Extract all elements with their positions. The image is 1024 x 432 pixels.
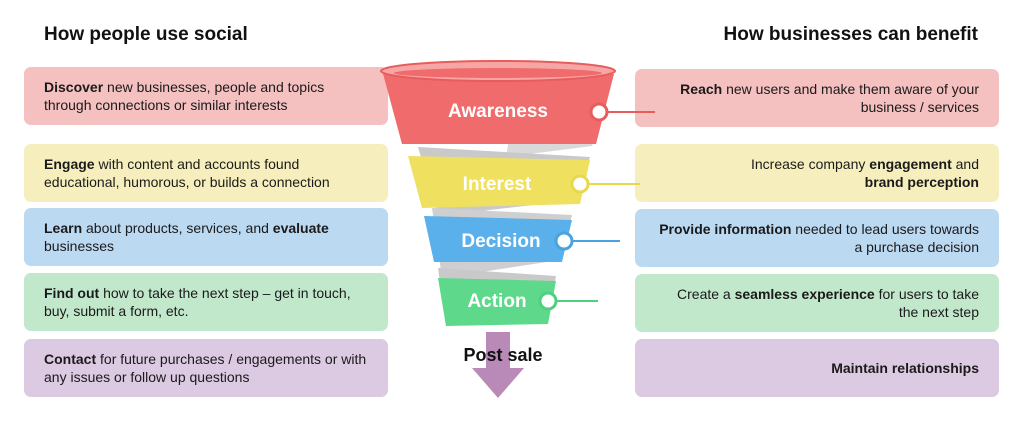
right-card-text: Create a — [677, 286, 735, 302]
right-card-reach: Reach new users and make them aware of y… — [635, 69, 999, 127]
right-card-text: new users and make them aware of your bu… — [722, 81, 979, 115]
funnel-connector — [418, 147, 590, 216]
funnel-connector — [432, 208, 572, 278]
left-card-text: businesses — [44, 238, 115, 254]
left-card-text: new businesses, people and topics throug… — [44, 79, 325, 113]
left-card-bold: Engage — [44, 156, 95, 172]
left-card-text: how to take the next step – get in touch… — [44, 285, 351, 319]
funnel-stage-interest — [408, 156, 590, 208]
funnel-stage-action — [438, 278, 556, 326]
post-sale-label: Post sale — [463, 345, 542, 365]
funnel-stage-decision — [424, 216, 572, 262]
left-card-learn: Learn about products, services, and eval… — [24, 208, 388, 266]
left-card-bold: Learn — [44, 220, 83, 236]
right-card-engagement: Increase company engagement and brand pe… — [635, 144, 999, 202]
right-card-text: and — [951, 156, 979, 172]
left-card-discover: Discover new businesses, people and topi… — [24, 67, 388, 125]
connector-dot-interest — [570, 174, 590, 194]
right-card-bold: Provide information — [659, 221, 792, 237]
right-card-text: Increase company — [750, 156, 870, 172]
left-card-text: for future purchases / engagements or wi… — [44, 351, 367, 385]
right-card-provide-information: Provide information needed to lead users… — [635, 209, 999, 267]
funnel-rim-inner — [394, 68, 602, 78]
right-card-bold: seamless experience — [734, 286, 875, 302]
connector-dot-decision — [554, 231, 574, 251]
right-card-bold: brand perception — [864, 174, 979, 190]
left-card-text: about products, services, and — [82, 220, 273, 236]
left-card-bold: Contact — [44, 351, 97, 367]
post-sale-arrow — [472, 332, 524, 398]
funnel-rim — [380, 60, 616, 82]
right-card-bold: Maintain relationships — [831, 360, 979, 376]
stage-label-interest: Interest — [463, 174, 532, 195]
right-card-text: needed to lead users towards a purchase … — [791, 221, 979, 255]
left-card-bold: evaluate — [272, 220, 329, 236]
stage-label-awareness: Awareness — [448, 101, 548, 122]
funnel-connector — [438, 268, 556, 326]
left-heading: How people use social — [44, 24, 248, 45]
connector-dot-action — [538, 291, 558, 311]
left-card-text: with content and accounts found educatio… — [44, 156, 330, 190]
left-card-bold: Discover — [44, 79, 104, 95]
left-card-find-out: Find out how to take the next step – get… — [24, 273, 388, 331]
funnel-connector — [506, 72, 614, 157]
left-card-engage: Engage with content and accounts found e… — [24, 144, 388, 202]
left-card-contact: Contact for future purchases / engagemen… — [24, 339, 388, 397]
stage-label-action: Action — [467, 291, 526, 312]
left-card-bold: Find out — [44, 285, 100, 301]
stage-label-decision: Decision — [461, 231, 540, 252]
right-card-text: for users to take the next step — [874, 286, 979, 320]
right-card-bold: Reach — [680, 81, 723, 97]
right-heading: How businesses can benefit — [723, 24, 978, 45]
right-card-bold: engagement — [869, 156, 952, 172]
connector-dot-awareness — [589, 102, 609, 122]
funnel-stage-awareness — [382, 70, 614, 144]
right-card-seamless-experience: Create a seamless experience for users t… — [635, 274, 999, 332]
right-card-maintain-relationships: Maintain relationships — [635, 339, 999, 397]
